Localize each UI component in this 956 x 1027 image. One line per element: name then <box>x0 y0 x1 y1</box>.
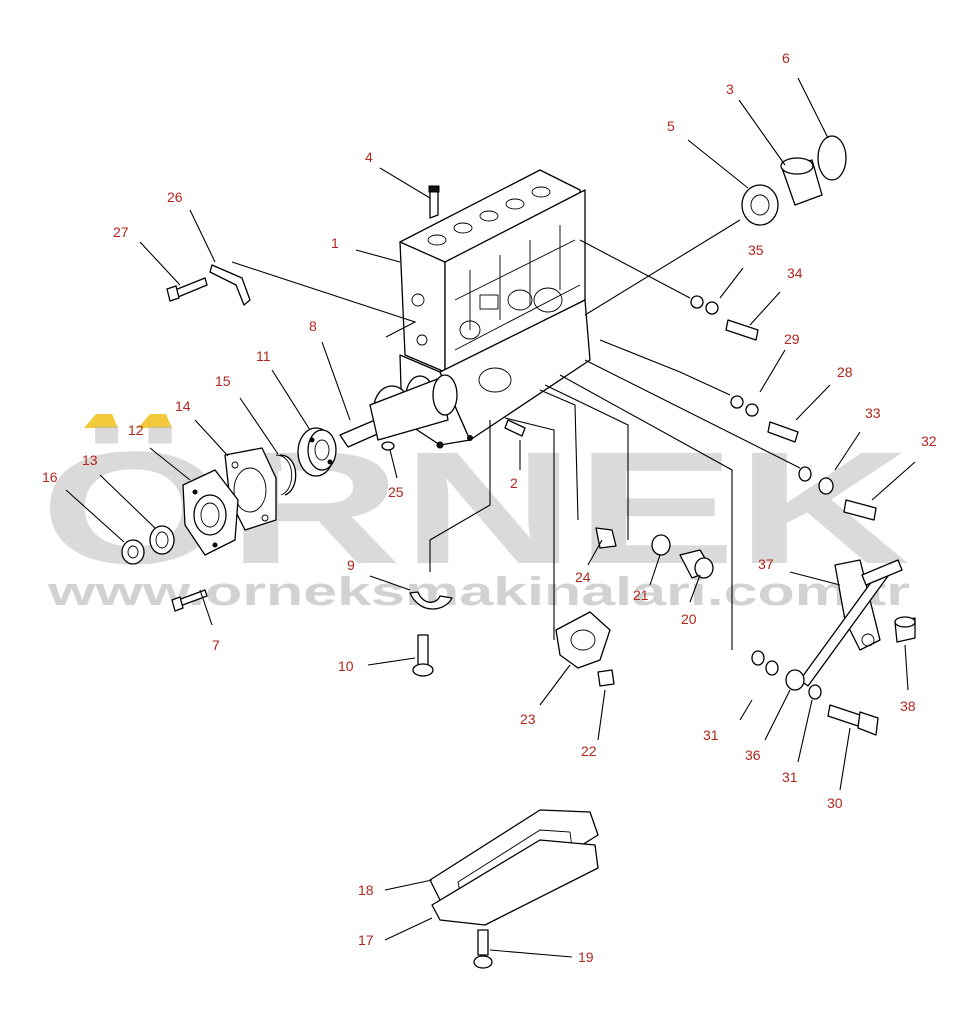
part-10-bolt <box>412 634 434 677</box>
callout-37: 37 <box>758 556 774 572</box>
part-33-washer-b <box>818 477 834 495</box>
callout-21: 21 <box>633 587 649 603</box>
callout-9: 9 <box>347 557 355 573</box>
part-31-washer-a <box>751 650 765 666</box>
callout-24: 24 <box>575 569 591 585</box>
callout-13: 13 <box>82 452 98 468</box>
callout-27: 27 <box>113 224 129 240</box>
part-12-flange-cover <box>182 469 239 556</box>
callout-34: 34 <box>787 265 803 281</box>
part-25-o-ring <box>381 441 395 451</box>
part-26-bracket <box>209 264 251 306</box>
part-35-washer <box>690 295 704 309</box>
part-8-camshaft <box>339 374 458 448</box>
part-9-bearing-shell <box>409 591 453 610</box>
callout-16: 16 <box>42 469 58 485</box>
part-33-washer <box>798 466 812 482</box>
part-34-bolt <box>725 319 759 341</box>
part-31-washer-c <box>808 684 822 700</box>
callout-11: 11 <box>256 348 271 364</box>
callout-26: 26 <box>167 189 183 205</box>
part-29-washer-b <box>745 403 759 417</box>
part-21-washer <box>651 534 671 556</box>
callout-17: 17 <box>358 932 374 948</box>
part-13-oil-seal <box>149 525 175 555</box>
callout-14: 14 <box>175 398 191 414</box>
callout-32: 32 <box>921 433 937 449</box>
part-29-washer <box>730 395 744 409</box>
part-23-flange <box>555 611 611 669</box>
callout-5: 5 <box>667 118 675 134</box>
part-31-washer-b <box>765 660 779 676</box>
callout-6: 6 <box>782 50 790 66</box>
part-22-nut <box>597 669 615 687</box>
callout-22: 22 <box>581 743 597 759</box>
callout-31-left: 31 <box>703 727 719 743</box>
callout-7: 7 <box>212 637 220 653</box>
callout-30: 30 <box>827 795 843 811</box>
callout-19: 19 <box>578 949 594 965</box>
callout-18: 18 <box>358 882 374 898</box>
part-15-snap-ring <box>275 454 297 496</box>
callout-1: 1 <box>331 235 339 251</box>
part-7-bolts <box>171 589 208 612</box>
callout-8: 8 <box>309 318 317 334</box>
part-37-lever <box>799 559 903 687</box>
leader-lines <box>65 77 916 958</box>
callout-3: 3 <box>726 81 734 97</box>
watermark-accent-left <box>84 414 118 428</box>
callout-20: 20 <box>681 611 697 627</box>
callout-29: 29 <box>784 331 800 347</box>
callout-38: 38 <box>900 698 916 714</box>
callout-12: 12 <box>128 422 144 438</box>
part-3-sleeve <box>780 157 823 206</box>
part-32-bolt <box>843 499 877 521</box>
callout-28: 28 <box>837 364 853 380</box>
part-38-bushing <box>894 616 916 643</box>
part-4-bolt <box>428 185 440 219</box>
callout-4: 4 <box>365 149 373 165</box>
callout-36: 36 <box>745 747 761 763</box>
part-24-plug <box>595 527 617 549</box>
part-11-bearing <box>297 427 337 477</box>
watermark-accent-right <box>138 414 172 428</box>
part-5-bearing <box>741 184 779 226</box>
callout-10: 10 <box>338 658 354 674</box>
part-20-plug <box>679 549 714 579</box>
callout-35: 35 <box>748 242 764 258</box>
part-17-gasket <box>431 839 599 926</box>
callout-25: 25 <box>388 484 404 500</box>
part-27-bolt <box>166 277 208 302</box>
callout-2: 2 <box>510 475 518 491</box>
watermark-url: www.orneksmakinalari.com.tr <box>46 570 910 614</box>
parts <box>121 135 916 969</box>
callout-15: 15 <box>215 373 231 389</box>
part-19-bolt <box>473 929 493 969</box>
part-6-ring <box>817 135 847 181</box>
callout-23: 23 <box>520 711 536 727</box>
part-28-bolt <box>767 421 799 443</box>
callout-33: 33 <box>865 405 881 421</box>
part-16-ring <box>121 539 145 565</box>
callout-labels: 1 2 3 4 5 6 7 8 9 10 11 12 13 14 15 16 1… <box>42 50 937 965</box>
part-2-plug <box>504 419 526 437</box>
part-35-washer-b <box>705 301 719 315</box>
part-36-ring <box>785 669 805 691</box>
callout-31-right: 31 <box>782 769 798 785</box>
part-30-bolt <box>827 704 879 736</box>
